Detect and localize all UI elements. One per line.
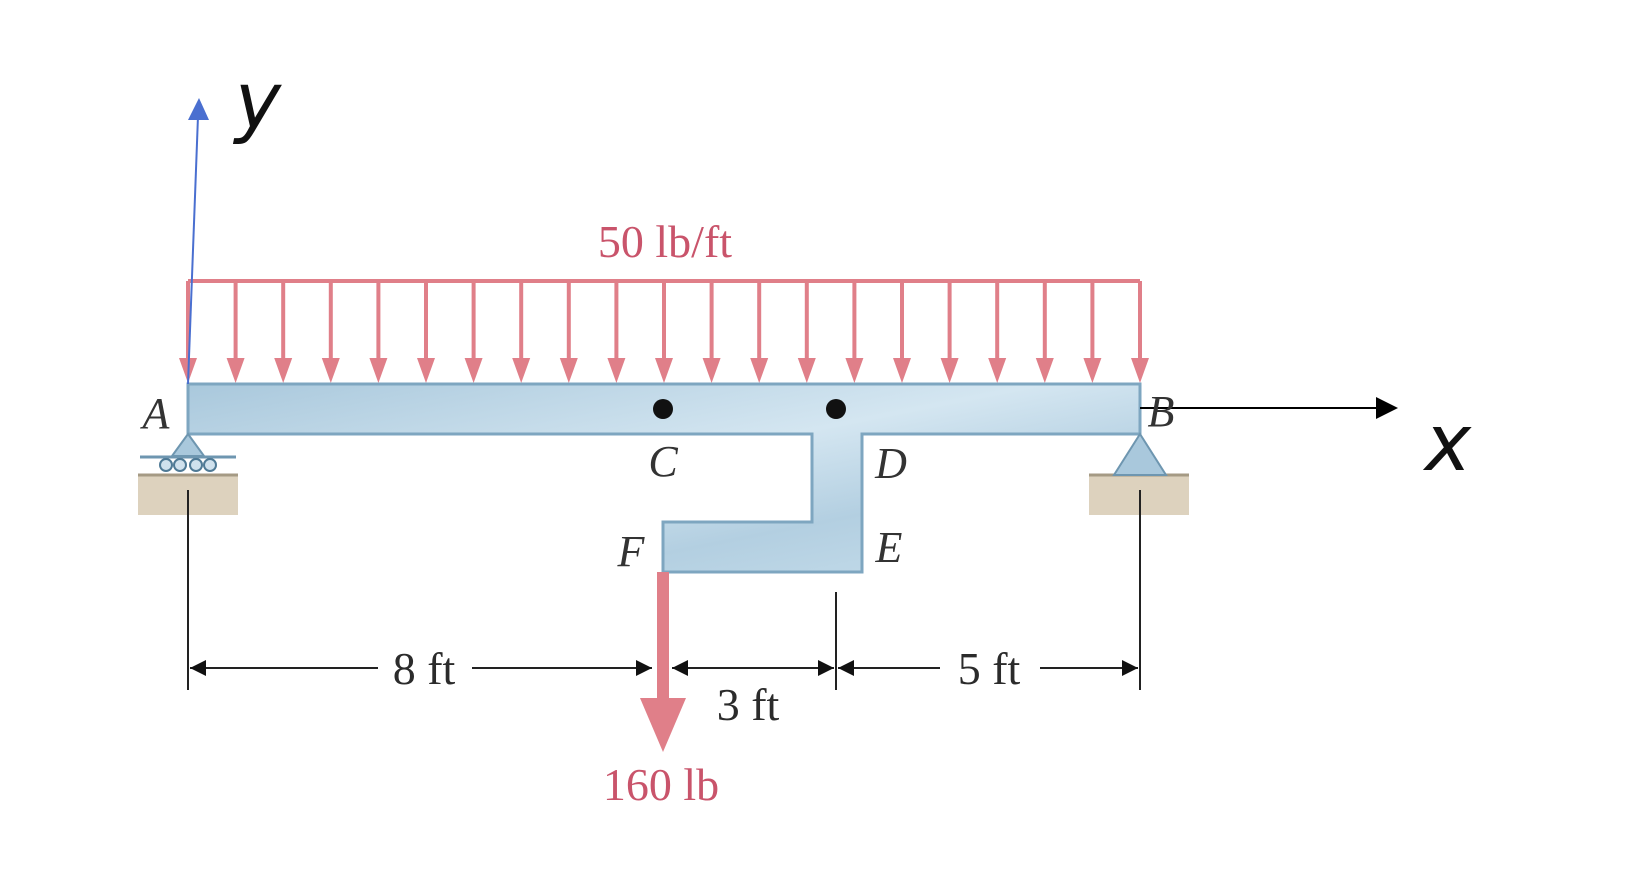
x-axis-arrowhead — [1376, 397, 1398, 419]
load-arrow-head — [464, 358, 483, 383]
load-arrow-head — [702, 358, 721, 383]
roller-wheel — [159, 458, 173, 472]
point-e-label: E — [875, 523, 903, 572]
dimension-lines — [187, 490, 1141, 690]
load-arrow-head — [797, 358, 816, 383]
load-arrow-head — [940, 358, 959, 383]
load-arrow-head — [893, 358, 911, 383]
y-axis-label: y — [233, 57, 283, 147]
load-arrow-head — [988, 358, 1007, 383]
roller-wheel — [173, 458, 187, 472]
load-arrow-head — [417, 358, 435, 383]
load-arrow-head — [1083, 358, 1102, 383]
point-d-label: D — [874, 439, 907, 488]
load-arrow-head — [1131, 358, 1149, 383]
point-b-label: B — [1148, 387, 1175, 436]
distributed-load — [179, 279, 1149, 383]
point-c-marker — [653, 399, 673, 419]
dimension-8ft-label: 8 ft — [393, 643, 456, 694]
point-load-label: 160 lb — [603, 759, 719, 810]
load-arrows — [179, 281, 1149, 383]
load-arrow-head — [845, 358, 864, 383]
load-arrow-head — [655, 358, 673, 383]
load-arrow-head — [274, 358, 293, 383]
load-arrow-head — [321, 358, 340, 383]
load-arrow-head — [607, 358, 626, 383]
point-load-shaft — [657, 572, 669, 702]
load-arrow-head — [226, 358, 245, 383]
roller-wheel — [189, 458, 203, 472]
dimension-5ft-label: 5 ft — [958, 643, 1021, 694]
point-c-label: C — [648, 437, 678, 486]
point-a-label: A — [140, 389, 171, 438]
y-axis — [187, 98, 209, 385]
load-arrow-head — [559, 358, 578, 383]
y-axis-line — [187, 115, 199, 385]
point-f-label: F — [617, 527, 646, 576]
support-triangle-b — [1112, 432, 1168, 476]
y-axis-arrowhead — [188, 98, 209, 120]
x-axis-label: x — [1422, 399, 1472, 489]
distributed-load-label: 50 lb/ft — [598, 216, 732, 267]
dimension-3ft-label: 3 ft — [717, 679, 780, 730]
load-arrow-head — [750, 358, 769, 383]
point-d-marker — [826, 399, 846, 419]
load-arrow-head — [512, 358, 531, 383]
load-arrow-head — [1035, 358, 1054, 383]
point-load-arrowhead — [640, 698, 686, 752]
x-axis — [1140, 397, 1398, 419]
point-load — [640, 572, 686, 752]
roller-wheel — [203, 458, 217, 472]
support-triangle-a — [170, 432, 206, 457]
load-arrow-head — [369, 358, 388, 383]
